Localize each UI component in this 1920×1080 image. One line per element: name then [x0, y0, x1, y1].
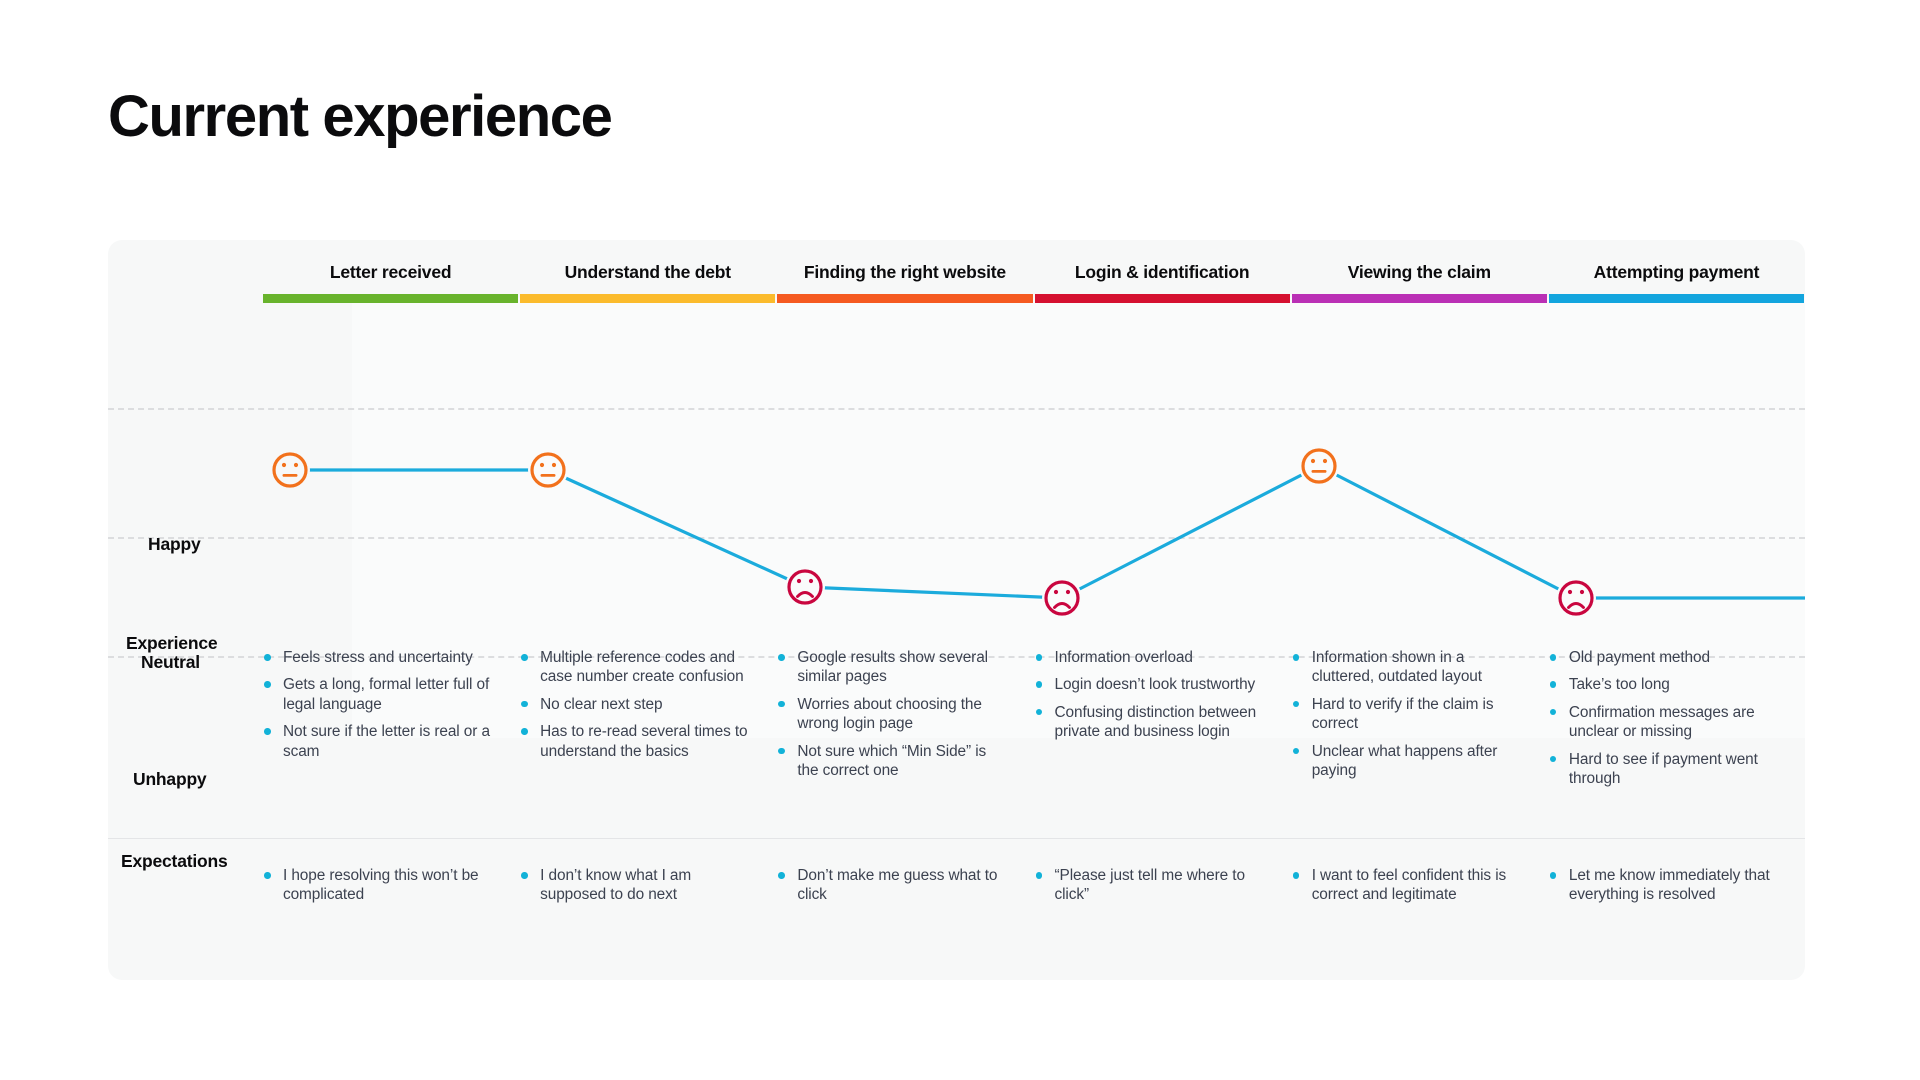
mood-label-happy: Happy — [148, 534, 201, 554]
expectations-cell-2: I don’t know what I am supposed to do ne… — [519, 866, 776, 905]
journey-map-card: Letter received Understand the debt Find… — [108, 240, 1805, 980]
row-label-expectations: Expectations — [121, 851, 228, 871]
expectations-cell-5: I want to feel confident this is correct… — [1291, 866, 1548, 905]
stage-label: Finding the right website — [803, 262, 1006, 282]
list-item: I don’t know what I am supposed to do ne… — [519, 866, 750, 905]
list-item: Has to re-read several times to understa… — [519, 722, 750, 761]
expectations-cell-1: I hope resolving this won’t be complicat… — [262, 866, 519, 905]
list-item: Hard to see if payment went through — [1548, 750, 1779, 789]
chart-plot-area — [352, 298, 1805, 738]
row-label-expectations-wrap: Expectations — [121, 851, 228, 872]
experience-list: Information overload Login doesn’t look … — [1034, 648, 1265, 742]
stage-color-bar — [520, 294, 776, 303]
marker-neutral-face-2[interactable] — [528, 450, 568, 490]
list-item: Login doesn’t look trustworthy — [1034, 675, 1265, 694]
mood-label-unhappy: Unhappy — [133, 769, 207, 789]
emotion-journey-chart — [270, 446, 1805, 618]
experience-cell-2: Multiple reference codes and case number… — [519, 648, 776, 796]
list-item: Multiple reference codes and case number… — [519, 648, 750, 687]
list-item: Unclear what happens after paying — [1291, 742, 1522, 781]
expectations-list: Don’t make me guess what to click — [776, 866, 1007, 905]
stage-color-bar — [1548, 294, 1805, 303]
list-item: Confusing distinction between private an… — [1034, 703, 1265, 742]
list-item: I want to feel confident this is correct… — [1291, 866, 1522, 905]
experience-list: Feels stress and uncertainty Gets a long… — [262, 648, 493, 761]
expectations-list: I hope resolving this won’t be complicat… — [262, 866, 493, 905]
list-item: “Please just tell me where to click” — [1034, 866, 1265, 905]
expectations-cell-6: Let me know immediately that everything … — [1548, 866, 1805, 905]
list-item: Confirmation messages are unclear or mis… — [1548, 703, 1779, 742]
expectations-list: Let me know immediately that everything … — [1548, 866, 1779, 905]
experience-cell-1: Feels stress and uncertainty Gets a long… — [262, 648, 519, 796]
section-divider — [108, 838, 1805, 839]
experience-list: Multiple reference codes and case number… — [519, 648, 750, 761]
list-item: Let me know immediately that everything … — [1548, 866, 1779, 905]
stage-column-4[interactable]: Login & identification — [1034, 240, 1291, 303]
expectations-list: “Please just tell me where to click” — [1034, 866, 1265, 905]
stage-column-2[interactable]: Understand the debt — [519, 240, 776, 303]
marker-unhappy-face-1[interactable] — [785, 567, 825, 607]
experience-cell-4: Information overload Login doesn’t look … — [1034, 648, 1291, 796]
stage-label: Login & identification — [1074, 262, 1250, 282]
stage-column-3[interactable]: Finding the right website — [776, 240, 1033, 303]
experience-row: Feels stress and uncertainty Gets a long… — [262, 648, 1805, 796]
expectations-row: I hope resolving this won’t be complicat… — [262, 866, 1805, 905]
list-item: Hard to verify if the claim is correct — [1291, 695, 1522, 734]
list-item: Don’t make me guess what to click — [776, 866, 1007, 905]
list-item: Not sure if the letter is real or a scam — [262, 722, 493, 761]
stage-label: Letter received — [329, 262, 452, 282]
row-label-experience: Experience — [126, 633, 218, 653]
gridline-neutral-unhappy — [108, 537, 1805, 539]
expectations-cell-3: Don’t make me guess what to click — [776, 866, 1033, 905]
stage-color-bar — [1291, 294, 1547, 303]
stage-color-bar — [777, 294, 1033, 303]
expectations-cell-4: “Please just tell me where to click” — [1034, 866, 1291, 905]
gridline-chart-bottom — [108, 656, 1805, 658]
experience-list: Google results show several similar page… — [776, 648, 1007, 780]
stage-column-5[interactable]: Viewing the claim — [1291, 240, 1548, 303]
gridline-happy-neutral — [108, 408, 1805, 410]
stage-header-row: Letter received Understand the debt Find… — [262, 240, 1805, 303]
list-item: Take’s too long — [1548, 675, 1779, 694]
stage-color-bar — [1034, 294, 1290, 303]
stage-column-1[interactable]: Letter received — [262, 240, 519, 303]
list-item: Information shown in a cluttered, outdat… — [1291, 648, 1522, 687]
experience-cell-3: Google results show several similar page… — [776, 648, 1033, 796]
experience-cell-6: Old payment method Take’s too long Confi… — [1548, 648, 1805, 796]
marker-unhappy-face-2[interactable] — [1042, 578, 1082, 618]
list-item: I hope resolving this won’t be complicat… — [262, 866, 493, 905]
marker-neutral-face-1[interactable] — [270, 450, 310, 490]
page-title: Current experience — [108, 84, 613, 149]
marker-unhappy-face-3[interactable] — [1556, 578, 1596, 618]
experience-list: Information shown in a cluttered, outdat… — [1291, 648, 1522, 780]
expectations-list: I don’t know what I am supposed to do ne… — [519, 866, 750, 905]
list-item: Gets a long, formal letter full of legal… — [262, 675, 493, 714]
stage-column-6[interactable]: Attempting payment — [1548, 240, 1805, 303]
stage-label: Understand the debt — [564, 262, 732, 282]
expectations-list: I want to feel confident this is correct… — [1291, 866, 1522, 905]
list-item: Worries about choosing the wrong login p… — [776, 695, 1007, 734]
list-item: Old payment method — [1548, 648, 1779, 667]
list-item: No clear next step — [519, 695, 750, 714]
stage-color-bar — [263, 294, 519, 303]
marker-neutral-face-3[interactable] — [1299, 446, 1339, 486]
experience-cell-5: Information shown in a cluttered, outdat… — [1291, 648, 1548, 796]
stage-label: Attempting payment — [1593, 262, 1760, 282]
mood-label-neutral: Neutral — [141, 652, 200, 672]
list-item: Google results show several similar page… — [776, 648, 1007, 687]
list-item: Information overload — [1034, 648, 1265, 667]
row-label-experience-wrap: Experience — [126, 633, 218, 654]
stage-label: Viewing the claim — [1347, 262, 1491, 282]
list-item: Feels stress and uncertainty — [262, 648, 493, 667]
experience-list: Old payment method Take’s too long Confi… — [1548, 648, 1779, 788]
list-item: Not sure which “Min Side” is the correct… — [776, 742, 1007, 781]
